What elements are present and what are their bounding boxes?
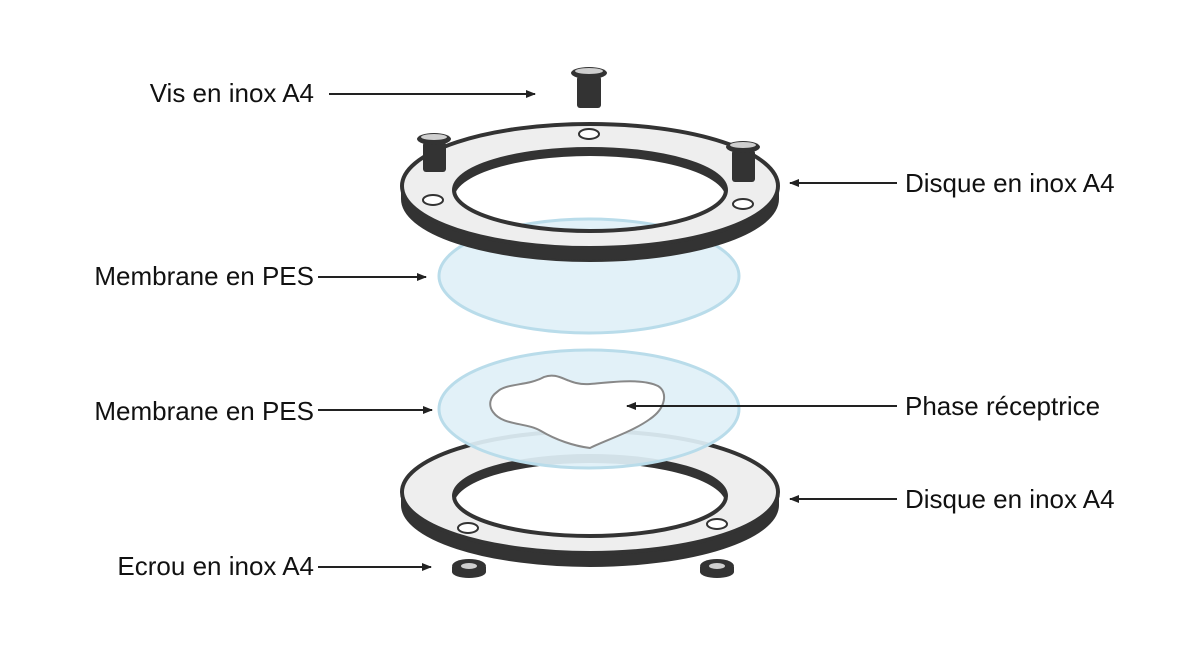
- nut-left: [452, 559, 486, 578]
- nut-right: [700, 559, 734, 578]
- label-bottom-disc: Disque en inox A4: [905, 484, 1115, 514]
- screw-left: [417, 133, 451, 172]
- label-screw: Vis en inox A4: [149, 78, 314, 108]
- bottom-disc-inner-wall: [454, 456, 726, 505]
- bottom-disc-hole-right: [706, 518, 728, 530]
- top-disc-hole-left: [422, 194, 444, 206]
- receptor-phase-shape: [489, 374, 666, 450]
- screw-top: [571, 67, 607, 108]
- top-disc-hole-right: [732, 198, 754, 210]
- label-receptor-phase: Phase réceptrice: [905, 391, 1101, 421]
- label-top-disc: Disque en inox A4: [905, 168, 1115, 198]
- lower-membrane: [437, 348, 741, 470]
- bottom-disc-hole-left: [457, 522, 479, 534]
- top-disc-inner-wall: [454, 149, 726, 199]
- top-disc-hole-back: [578, 128, 600, 140]
- label-membrane-top: Membrane en PES: [94, 261, 314, 291]
- label-nut: Ecrou en inox A4: [117, 551, 314, 581]
- label-membrane-bottom: Membrane en PES: [94, 396, 314, 426]
- top-steel-disc: [399, 122, 781, 262]
- screw-right: [726, 141, 760, 182]
